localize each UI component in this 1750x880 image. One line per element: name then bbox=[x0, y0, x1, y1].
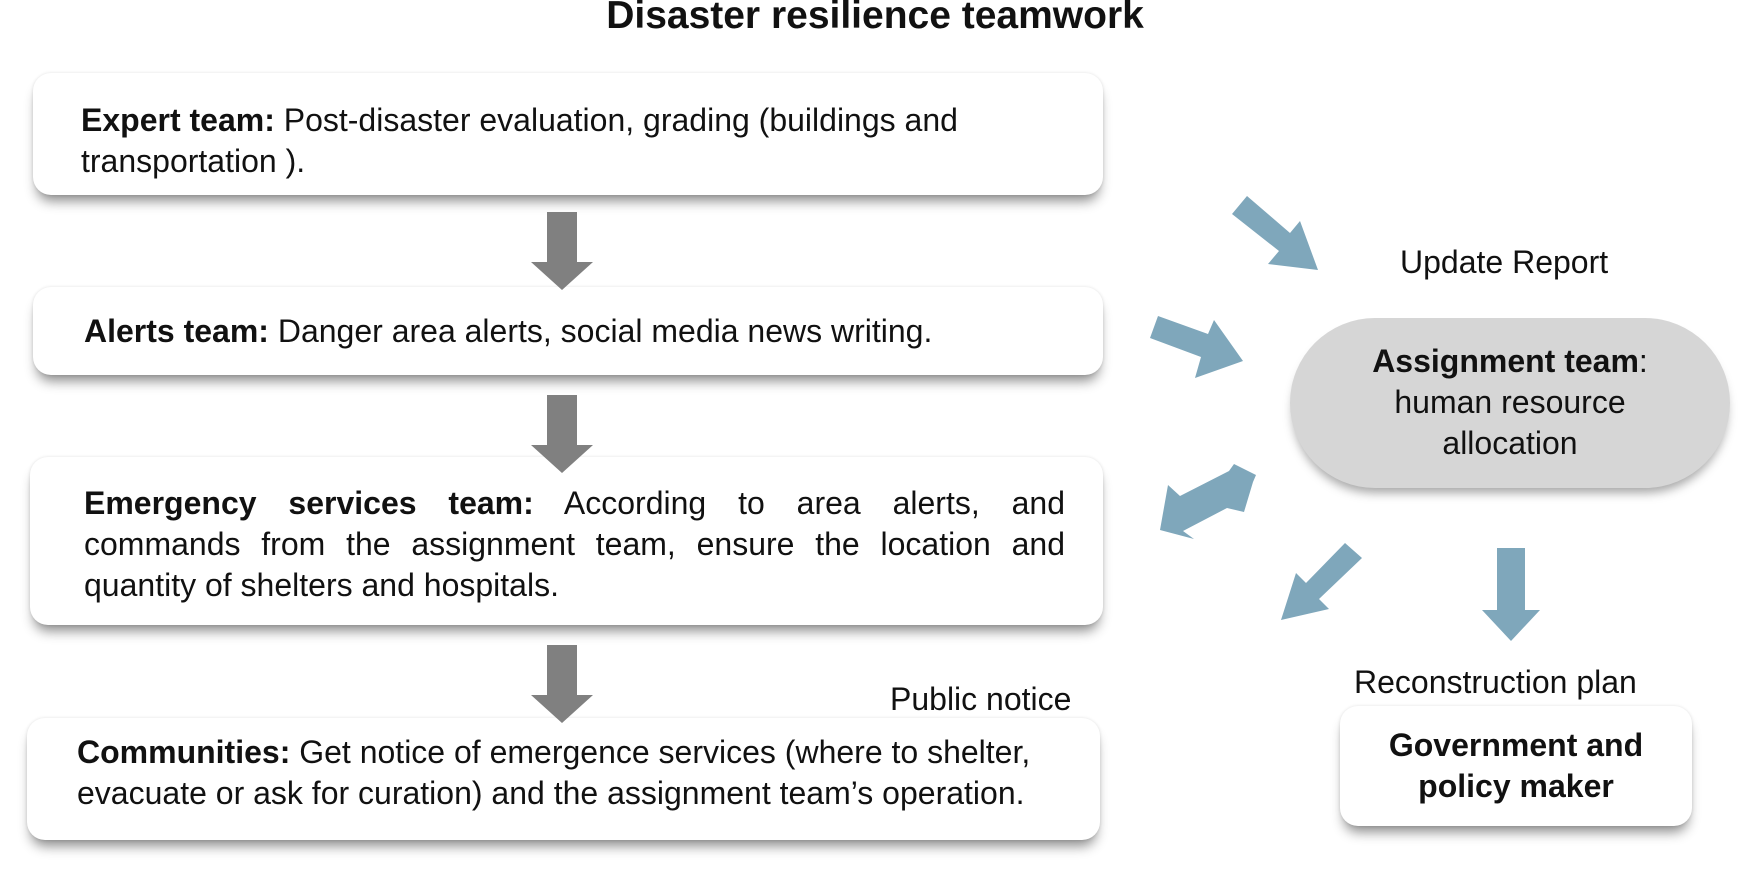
expert-team-box: Expert team: Post-disaster evaluation, g… bbox=[33, 73, 1103, 195]
update-report-label: Update Report bbox=[1400, 244, 1609, 280]
government-box: Government and policy maker bbox=[1340, 706, 1692, 826]
arrow-assignment-to-emergency bbox=[1281, 543, 1362, 620]
communities-text: Communities: Get notice of emergence ser… bbox=[77, 732, 1090, 814]
expert-team-heading: Expert team: bbox=[81, 102, 275, 138]
double-arrow-emergency-assignment bbox=[1160, 464, 1256, 539]
assignment-team-line3: allocation bbox=[1442, 425, 1578, 461]
government-line2: policy maker bbox=[1418, 768, 1614, 804]
emergency-services-team-heading: Emergency services team: bbox=[84, 485, 534, 521]
diagram-title: Disaster resilience teamwork bbox=[606, 0, 1144, 37]
expert-team-text: Expert team: Post-disaster evaluation, g… bbox=[81, 100, 1043, 182]
assignment-team-text: Assignment team: human resource allocati… bbox=[1290, 341, 1730, 464]
expert-team-description: Post-disaster evaluation, grading (build… bbox=[81, 102, 958, 179]
government-text: Government and policy maker bbox=[1340, 725, 1692, 807]
public-notice-label: Public notice bbox=[890, 681, 1072, 717]
down-arrow-emergency-to-communities bbox=[531, 645, 593, 723]
emergency-services-team-description: According to area alerts, and commands f… bbox=[84, 485, 1066, 603]
assignment-team-line1: Assignment team: bbox=[1290, 341, 1730, 382]
emergency-services-team-box: Emergency services team: According to ar… bbox=[30, 457, 1103, 625]
down-arrow-expert-to-alerts bbox=[531, 212, 593, 290]
communities-heading: Communities: bbox=[77, 734, 291, 770]
government-line1: Government and bbox=[1388, 727, 1644, 763]
emergency-services-team-text: Emergency services team: According to ar… bbox=[84, 483, 1065, 606]
alerts-team-box: Alerts team: Danger area alerts, social … bbox=[33, 287, 1103, 375]
assignment-team-heading: Assignment team bbox=[1372, 343, 1639, 379]
reconstruction-plan-label: Reconstruction plan bbox=[1354, 664, 1637, 700]
alerts-team-description: Danger area alerts, social media news wr… bbox=[268, 313, 933, 349]
arrow-into-update-report bbox=[1232, 196, 1318, 270]
communities-box: Communities: Get notice of emergence ser… bbox=[27, 718, 1100, 840]
arrow-from-alerts-to-assignment bbox=[1150, 316, 1243, 378]
blue-arrows bbox=[1150, 196, 1540, 641]
communities-description: Get notice of emergence services (where … bbox=[77, 734, 1031, 811]
down-arrow-alerts-to-emergency bbox=[531, 395, 593, 473]
gray-arrows bbox=[531, 212, 593, 723]
assignment-team-colon: : bbox=[1638, 343, 1648, 379]
alerts-team-heading: Alerts team: bbox=[84, 313, 269, 349]
assignment-team-line2: human resource bbox=[1394, 384, 1626, 420]
assignment-team-node: Assignment team: human resource allocati… bbox=[1290, 318, 1730, 488]
alerts-team-text: Alerts team: Danger area alerts, social … bbox=[84, 311, 1063, 352]
arrow-assignment-to-government bbox=[1482, 548, 1540, 641]
